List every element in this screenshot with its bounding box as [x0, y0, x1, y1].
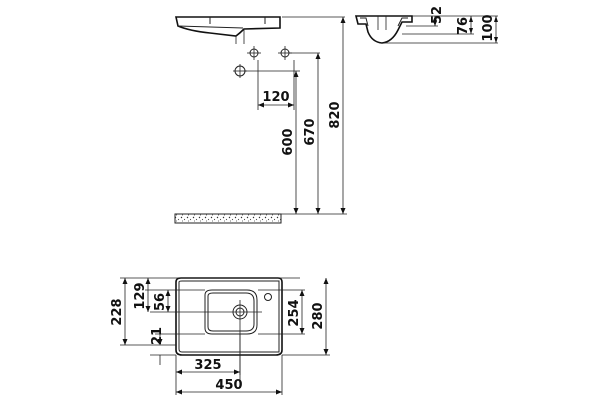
side-view: 120 600 670 820: [174, 16, 347, 224]
tap-hole-icon: [264, 293, 272, 301]
dim-drain-offset: 56: [153, 290, 171, 312]
dim-label-600: 600: [281, 128, 296, 155]
dim-label-100: 100: [481, 14, 496, 41]
dim-label-56: 56: [153, 293, 168, 311]
dim-outlet-height: 600: [281, 71, 299, 214]
dim-bowl-width-inner: 254: [287, 290, 305, 334]
dim-inner-depth: 76: [456, 16, 473, 35]
dim-bowl-depth: 52: [430, 6, 445, 26]
dim-label-52: 52: [430, 6, 445, 24]
dim-basin-height: 820: [328, 17, 346, 214]
dim-label-120: 120: [262, 90, 289, 105]
dim-depth: 228: [110, 278, 128, 345]
dim-label-450: 450: [215, 378, 242, 393]
dim-total-depth-plan: 280: [311, 278, 329, 355]
dim-label-280: 280: [311, 302, 326, 329]
dim-tap-spacing: 120: [258, 90, 294, 108]
dim-label-21: 21: [150, 327, 165, 345]
plan-view: 228 129 56 21 254: [110, 277, 330, 395]
dim-front-offset: 21: [150, 327, 176, 365]
tap-connection-left-icon: [247, 46, 261, 60]
dim-label-129: 129: [133, 282, 148, 309]
dim-label-254: 254: [287, 299, 302, 326]
dim-label-228: 228: [110, 298, 125, 325]
dim-bowl-offset-top: 129: [133, 278, 151, 312]
dim-supply-height: 670: [303, 53, 321, 214]
dim-label-76: 76: [456, 17, 471, 35]
basin-side-profile: [175, 16, 281, 37]
dim-label-670: 670: [303, 118, 318, 145]
basin-section-profile: [354, 15, 413, 44]
dim-label-820: 820: [328, 101, 343, 128]
floor-slab: [174, 213, 282, 224]
basin-rim-line: [177, 25, 244, 29]
dim-bowl-length: 325: [176, 358, 240, 375]
dim-total-width: 450: [176, 378, 282, 395]
dim-total-depth: 100: [481, 14, 498, 43]
dim-label-325: 325: [194, 358, 221, 373]
section-view: 52 76 100: [354, 6, 498, 44]
basin-bowl-outline: [204, 289, 258, 335]
